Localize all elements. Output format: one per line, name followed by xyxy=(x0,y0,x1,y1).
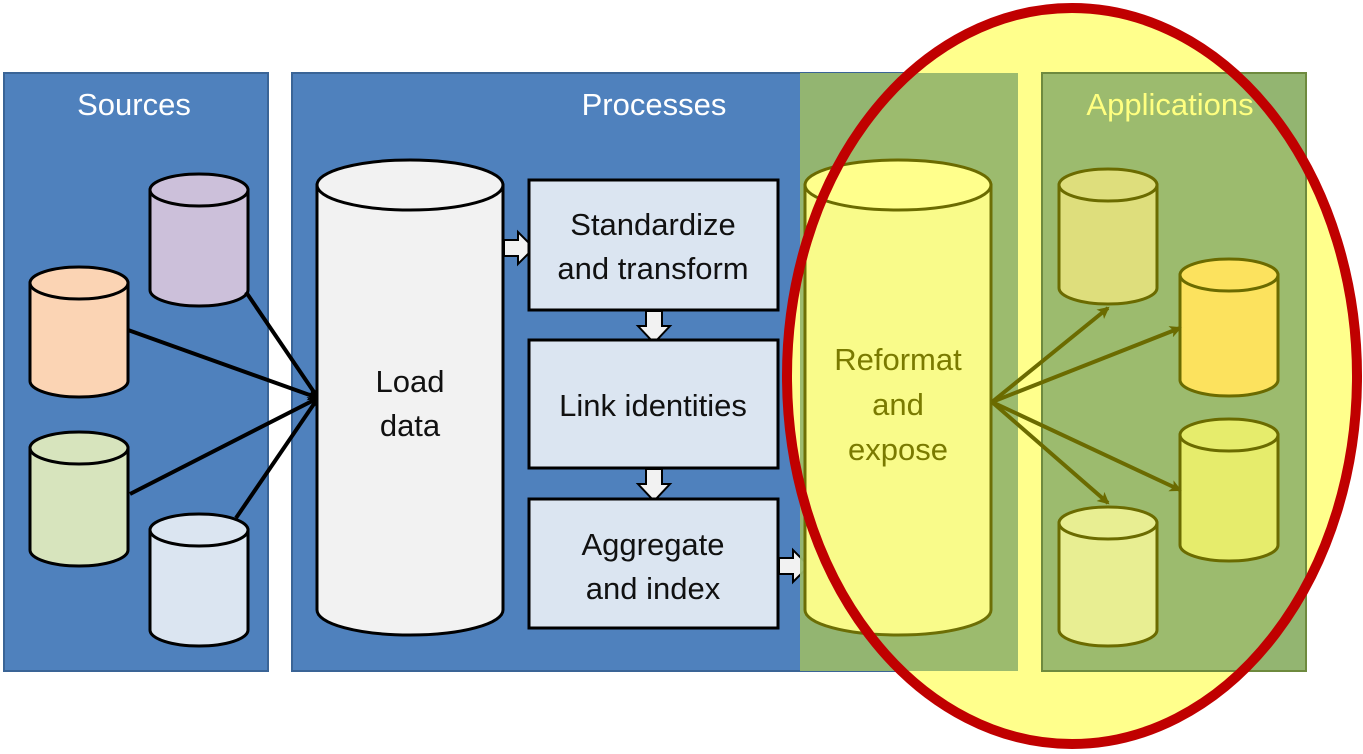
load-label-line2: data xyxy=(380,408,441,443)
arrow-purple-to-load xyxy=(244,290,320,400)
app-db-2-icon xyxy=(1178,257,1280,398)
arrow-expose-to-app4 xyxy=(990,400,1110,505)
step-standardize-line2: and transform xyxy=(557,251,748,286)
source-db-orange-icon xyxy=(28,265,130,399)
source-db-blue-icon xyxy=(148,512,250,648)
block-arrow-standardize-to-link xyxy=(635,310,673,345)
arrow-blue-to-load xyxy=(234,396,320,520)
processes-title: Processes xyxy=(582,87,727,122)
step-link-box: Link identities xyxy=(527,338,780,470)
highlight-ellipse-outline xyxy=(782,3,1362,749)
step-standardize-box: Standardize and transform xyxy=(527,178,780,312)
step-aggregate-line1: Aggregate xyxy=(581,527,724,562)
source-db-green-icon xyxy=(28,430,130,568)
reformat-expose-cylinder: Reformat and expose xyxy=(803,158,993,637)
applications-overlay-border xyxy=(1041,72,1307,672)
arrow-expose-to-app3 xyxy=(991,400,1182,492)
block-arrow-load-to-standardize xyxy=(503,229,536,267)
load-data-cylinder: Load data xyxy=(315,158,505,637)
source-db-purple-icon xyxy=(148,172,250,308)
arrow-green-to-load xyxy=(129,396,320,496)
expose-label-line3: expose xyxy=(848,432,948,467)
step-aggregate-line2: and index xyxy=(586,571,721,606)
step-link-line1: Link identities xyxy=(559,388,747,423)
expose-label-line2: and xyxy=(872,387,924,422)
app-db-3-icon xyxy=(1178,417,1280,563)
arrow-expose-to-app1 xyxy=(990,306,1110,404)
step-aggregate-box: Aggregate and index xyxy=(527,497,780,630)
step-standardize-line1: Standardize xyxy=(570,207,735,242)
expose-label-line1: Reformat xyxy=(834,342,962,377)
arrow-expose-to-app2 xyxy=(991,326,1182,404)
load-label-line1: Load xyxy=(376,364,445,399)
arrow-orange-to-load xyxy=(127,328,320,401)
applications-title: Applications xyxy=(1086,87,1253,122)
app-db-1-icon xyxy=(1057,167,1159,306)
sources-title: Sources xyxy=(77,87,191,122)
block-arrow-link-to-aggregate xyxy=(635,468,673,503)
app-db-4-icon xyxy=(1057,505,1159,648)
